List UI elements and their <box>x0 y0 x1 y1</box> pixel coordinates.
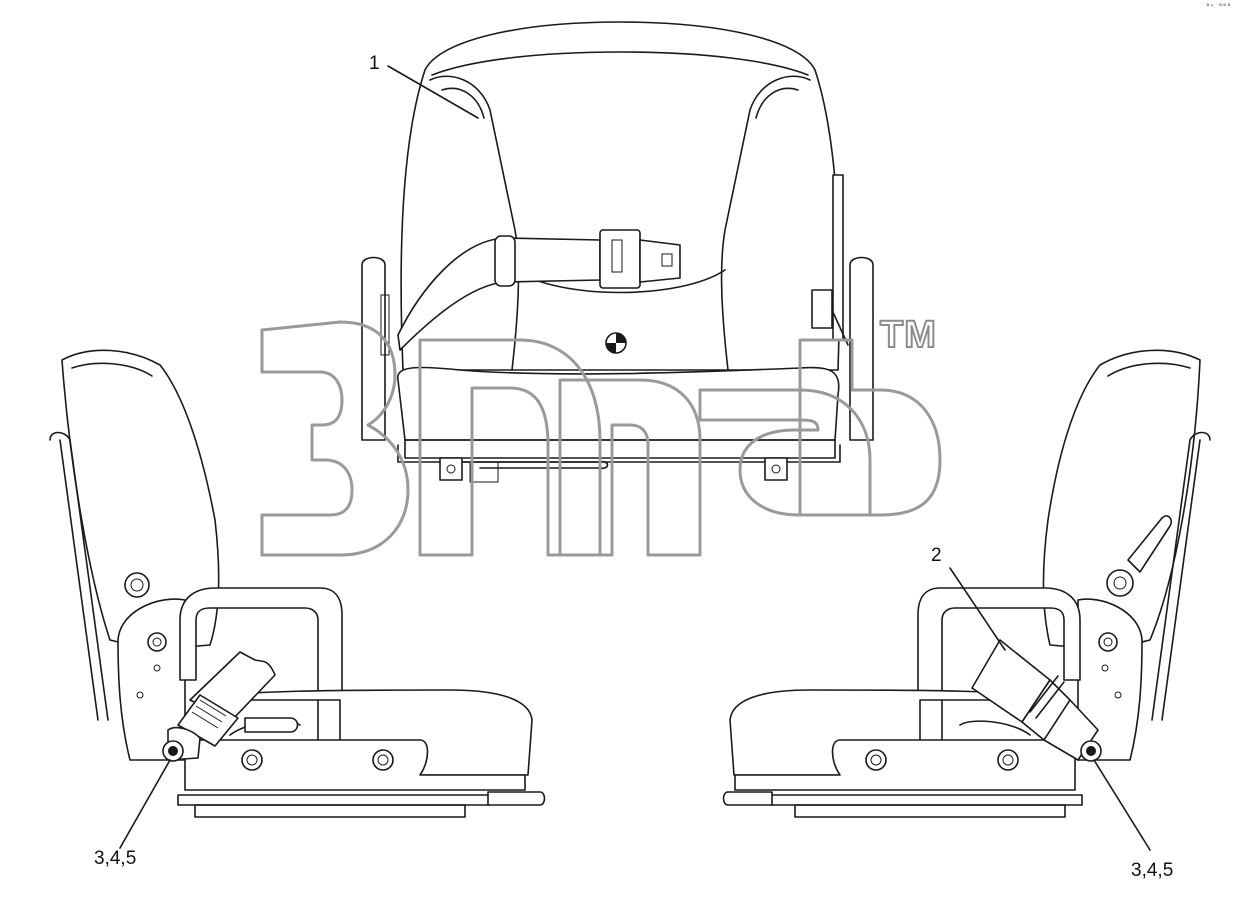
front-seat-cushion <box>397 366 840 441</box>
belt-buckle <box>599 229 681 289</box>
front-seat-view <box>361 21 874 483</box>
callout-2: 2 <box>931 545 942 566</box>
right-side-seat-view <box>722 349 1211 851</box>
front-backrest <box>400 21 841 371</box>
right-backrest <box>1042 349 1201 651</box>
corner-code: °ⁿ °°° <box>1205 3 1231 11</box>
trademark-symbol: TM <box>879 313 937 357</box>
center-target-mark <box>605 332 627 354</box>
watermark-logo <box>260 320 942 557</box>
callout-1: 1 <box>369 53 380 74</box>
left-backrest <box>61 349 220 651</box>
callout-3-4-5-left: 3,4,5 <box>94 848 137 869</box>
callout-3-4-5-right: 3,4,5 <box>1131 860 1174 881</box>
leader-line-1 <box>387 65 479 119</box>
left-side-seat-view <box>49 349 546 849</box>
right-armrest <box>849 256 874 441</box>
